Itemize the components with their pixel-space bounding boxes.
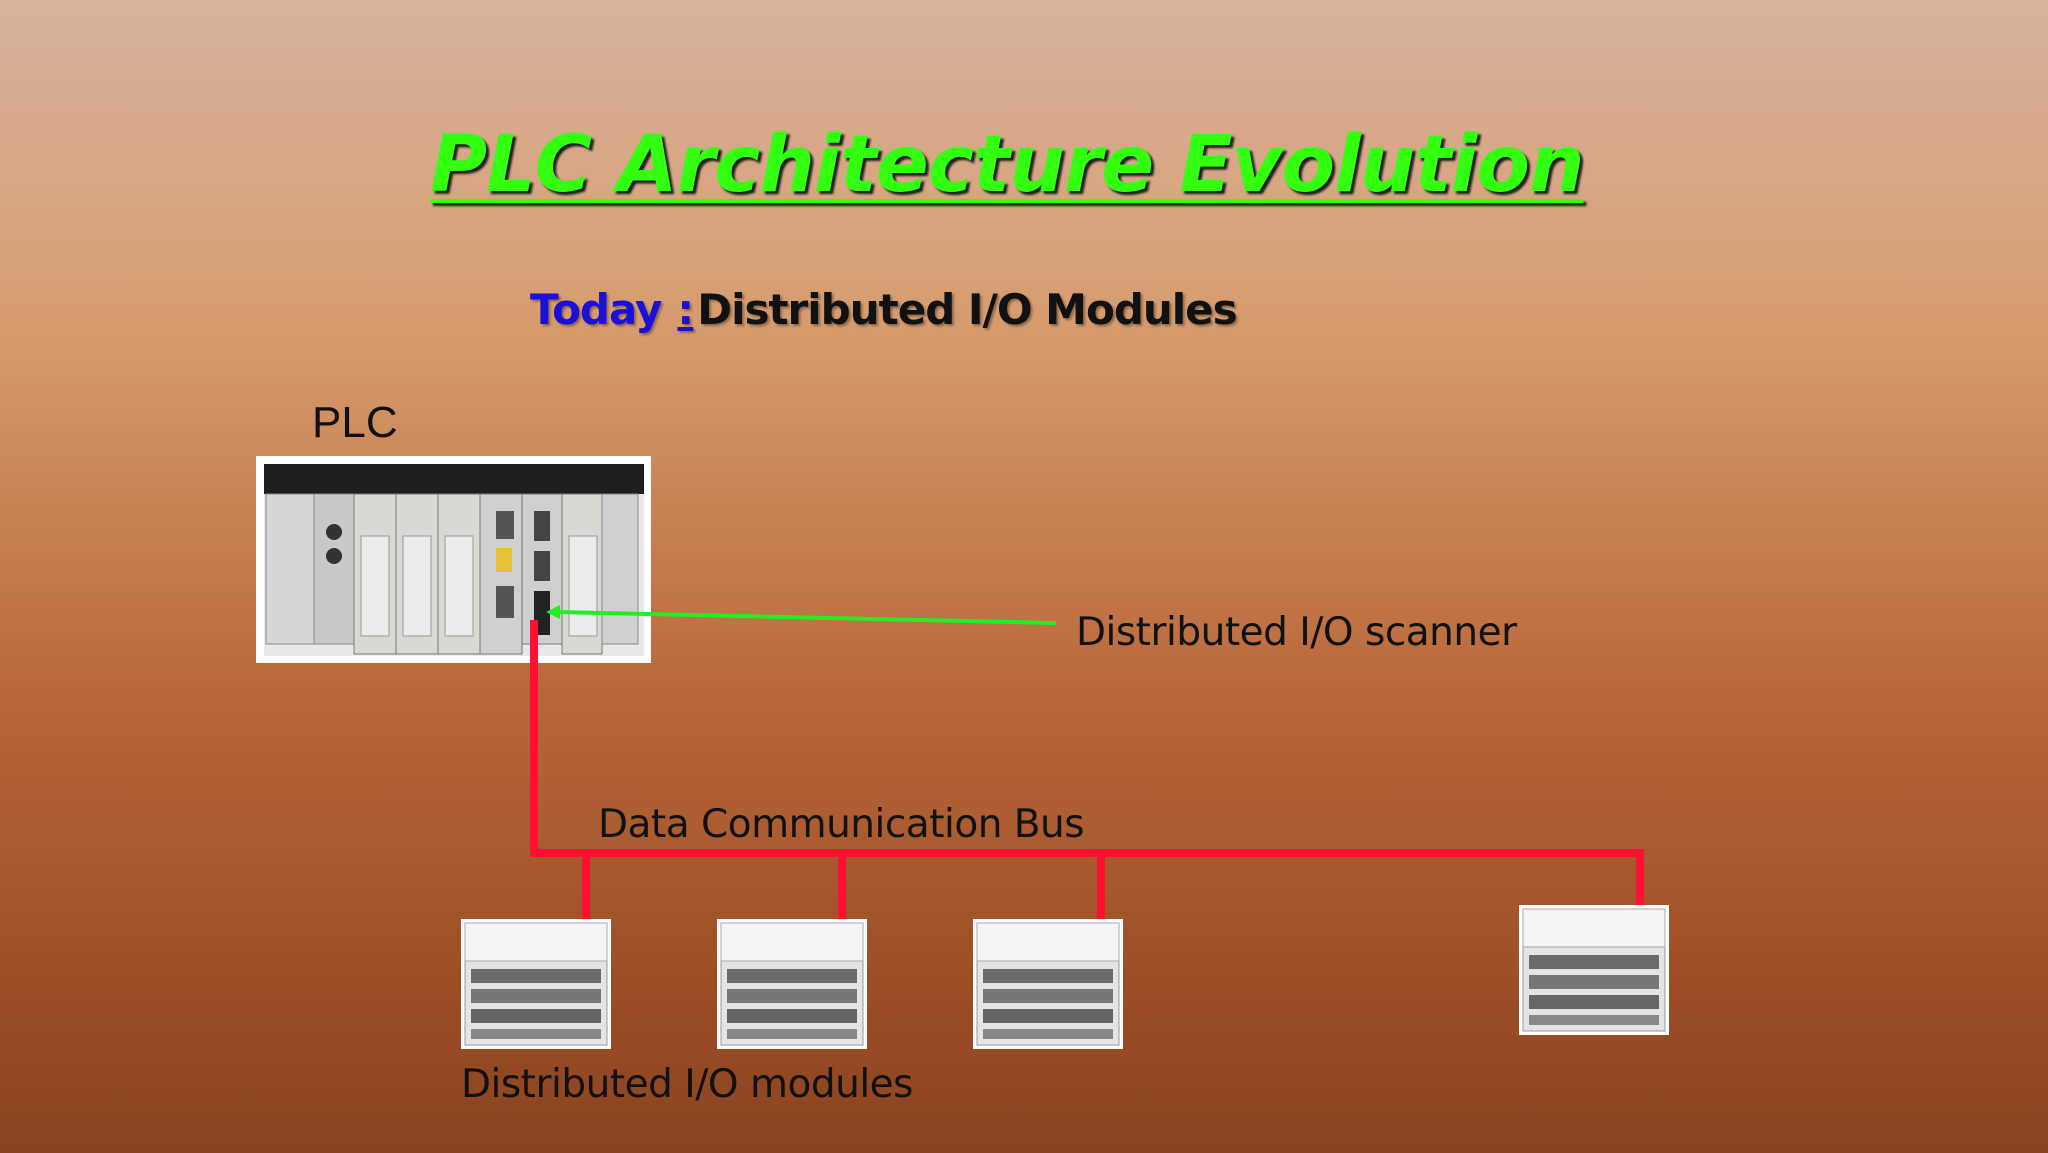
slide-subtitle: Today:Distributed I/O Modules [530,285,1238,334]
modules-label: Distributed I/O modules [461,1062,913,1107]
io-module-image [973,919,1123,1049]
scanner-arrow-head [546,605,560,619]
bus-label: Data Communication Bus [598,802,1085,847]
io-module-image [717,919,867,1049]
io-module-image [1519,905,1669,1035]
scanner-label: Distributed I/O scanner [1076,610,1517,655]
subtitle-today: Today [530,285,662,334]
io-module-image [461,919,611,1049]
plc-rack-image [256,456,651,663]
plc-label: PLC [312,398,398,447]
scanner-arrow-line [555,610,1057,625]
data-bus-line [530,620,1644,912]
subtitle-rest: Distributed I/O Modules [697,285,1237,334]
slide-title: PLC Architecture Evolution [430,120,1584,210]
subtitle-colon: : [677,285,694,334]
